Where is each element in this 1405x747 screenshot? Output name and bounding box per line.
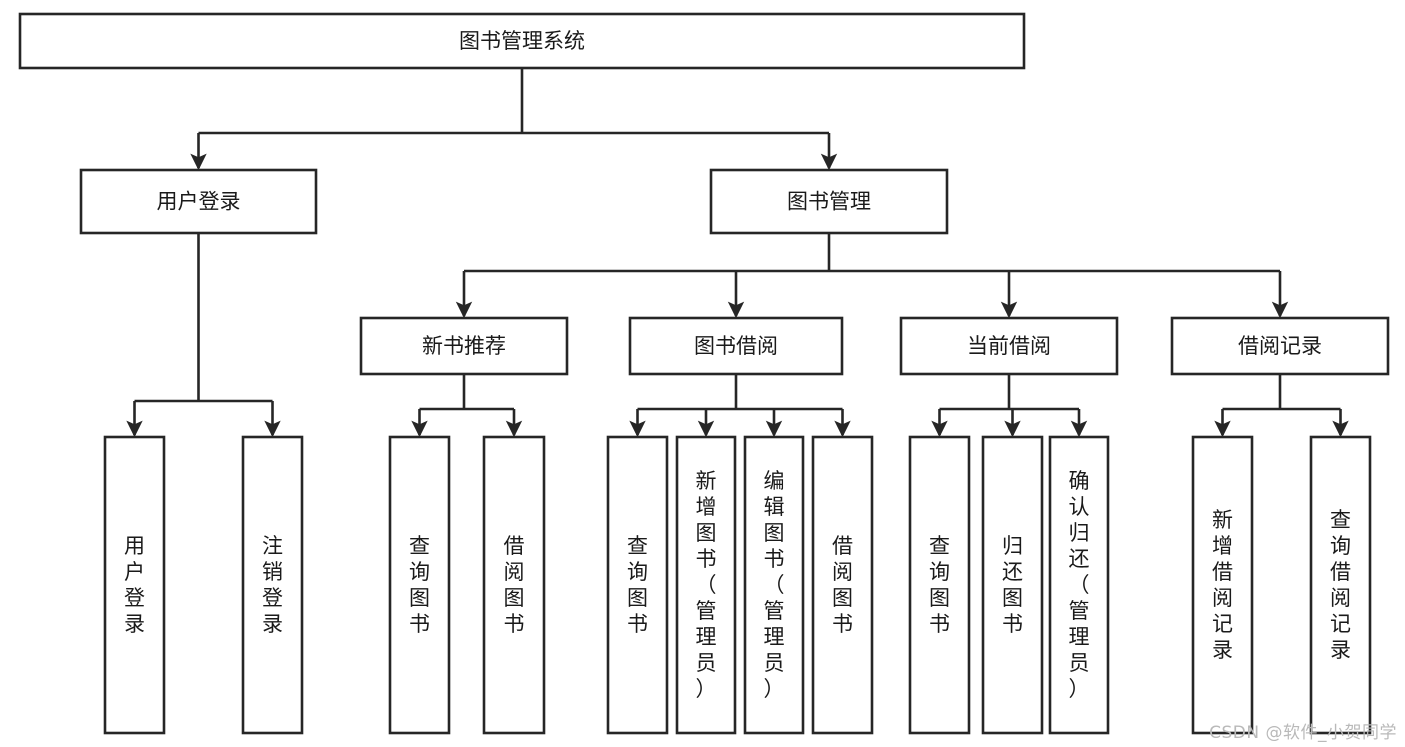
node-leaf-edit-book-label: 编辑图书（管理员） — [764, 469, 785, 701]
node-book-borrow[interactable]: 图书借阅 — [628, 316, 844, 376]
node-leaf-query-book-1-label: 查询图书 — [409, 534, 430, 636]
node-leaf-borrow-book-2-label: 借阅图书 — [832, 534, 853, 636]
node-leaf-return-book[interactable]: 归还图书 — [981, 435, 1044, 735]
node-borrow-record[interactable]: 借阅记录 — [1170, 316, 1390, 376]
node-leaf-add-book-label: 新增图书（管理员） — [696, 469, 717, 701]
node-new-book-rec-label: 新书推荐 — [422, 334, 506, 358]
node-leaf-confirm-return-label: 确认归还（管理员） — [1069, 469, 1090, 701]
node-book-borrow-label: 图书借阅 — [694, 334, 778, 358]
node-leaf-query-record-label: 查询借阅记录 — [1330, 508, 1351, 662]
node-new-book-rec[interactable]: 新书推荐 — [359, 316, 569, 376]
node-leaf-borrow-book-1[interactable]: 借阅图书 — [482, 435, 546, 735]
node-leaf-query-book-3[interactable]: 查询图书 — [908, 435, 971, 735]
connector-layer — [126, 68, 1349, 438]
node-leaf-edit-book[interactable]: 编辑图书（管理员） — [743, 435, 805, 735]
node-leaf-return-book-label: 归还图书 — [1002, 534, 1023, 636]
node-borrow-record-label: 借阅记录 — [1238, 334, 1322, 358]
node-layer: 图书管理系统用户登录图书管理新书推荐图书借阅当前借阅借阅记录用户登录注销登录查询… — [18, 12, 1390, 735]
node-leaf-confirm-return[interactable]: 确认归还（管理员） — [1048, 435, 1110, 735]
node-leaf-query-book-3-label: 查询图书 — [929, 534, 950, 636]
node-leaf-user-login-label: 用户登录 — [124, 534, 145, 636]
node-current-borrow[interactable]: 当前借阅 — [899, 316, 1119, 376]
node-leaf-borrow-book-2[interactable]: 借阅图书 — [811, 435, 874, 735]
node-leaf-add-book[interactable]: 新增图书（管理员） — [675, 435, 737, 735]
node-root[interactable]: 图书管理系统 — [18, 12, 1026, 70]
node-leaf-user-login[interactable]: 用户登录 — [103, 435, 166, 735]
node-book-manage-label: 图书管理 — [787, 190, 871, 214]
node-leaf-query-book-1[interactable]: 查询图书 — [388, 435, 451, 735]
node-user-login-label: 用户登录 — [157, 190, 241, 214]
csdn-watermark: CSDN @软件_小贺同学 — [1209, 723, 1397, 743]
node-leaf-add-record-label: 新增借阅记录 — [1212, 508, 1233, 662]
node-root-label: 图书管理系统 — [459, 29, 585, 53]
node-leaf-query-record[interactable]: 查询借阅记录 — [1309, 435, 1372, 735]
node-leaf-query-book-2-label: 查询图书 — [627, 534, 648, 636]
node-leaf-add-record[interactable]: 新增借阅记录 — [1191, 435, 1254, 735]
node-leaf-query-book-2[interactable]: 查询图书 — [606, 435, 669, 735]
node-book-manage[interactable]: 图书管理 — [709, 168, 949, 235]
node-leaf-user-logout[interactable]: 注销登录 — [241, 435, 304, 735]
node-leaf-borrow-book-1-label: 借阅图书 — [504, 534, 525, 636]
node-leaf-user-logout-label: 注销登录 — [262, 534, 283, 636]
node-current-borrow-label: 当前借阅 — [967, 334, 1051, 358]
node-user-login[interactable]: 用户登录 — [79, 168, 318, 235]
